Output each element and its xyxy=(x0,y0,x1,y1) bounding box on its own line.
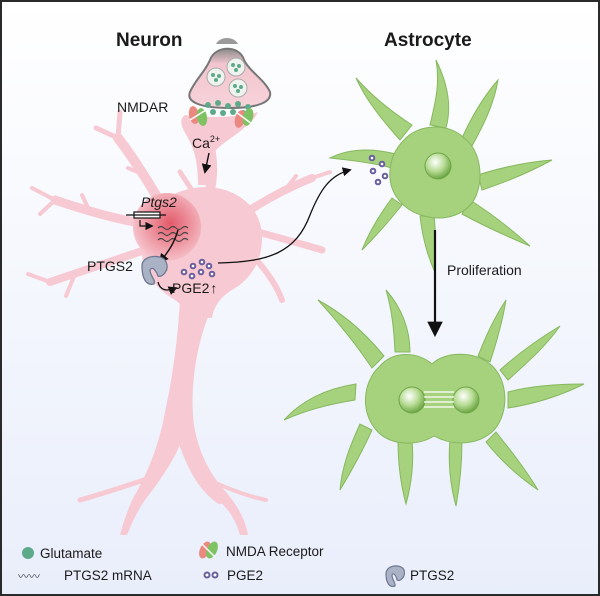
proliferation-label: Proliferation xyxy=(447,262,522,278)
neuron-axon xyxy=(120,298,248,535)
nmda-receptor xyxy=(188,106,208,126)
svg-text:PGE2: PGE2 xyxy=(227,568,263,583)
mrna-legend-icon: 〰〰 xyxy=(18,571,40,583)
nmda-receptor-legend-icon xyxy=(199,541,218,559)
neuron-title: Neuron xyxy=(116,30,183,51)
presynaptic-terminal xyxy=(188,38,272,110)
gene-label: Ptgs2 xyxy=(141,194,177,210)
pge2-cluster-astrocyte xyxy=(368,154,389,186)
synaptic-vesicle xyxy=(226,57,246,77)
neuron-cell xyxy=(26,109,332,535)
nmda-receptor xyxy=(234,108,254,128)
nmdar-label: NMDAR xyxy=(117,99,168,115)
daughter-nucleus-right xyxy=(452,386,480,414)
synaptic-vesicle xyxy=(206,67,226,87)
svg-text:NMDA Receptor: NMDA Receptor xyxy=(226,544,324,559)
legend-glutamate: Glutamate xyxy=(22,546,102,561)
legend-ptgs2-mrna: 〰〰 PTGS2 mRNA xyxy=(18,568,152,583)
pge2-legend-icon xyxy=(203,571,219,579)
svg-text:Glutamate: Glutamate xyxy=(40,546,102,561)
daughter-nucleus-left xyxy=(398,386,426,414)
svg-text:PTGS2 mRNA: PTGS2 mRNA xyxy=(64,568,152,583)
ptgs2-enzyme-icon xyxy=(141,255,168,285)
glutamate-legend-icon xyxy=(22,547,34,559)
gene-promoter-icon xyxy=(126,211,166,231)
legend-pge2: PGE2 xyxy=(203,568,263,583)
astrocyte-dividing xyxy=(283,289,585,507)
svg-text:PTGS2: PTGS2 xyxy=(410,568,454,583)
pge2-cluster-neuron xyxy=(180,258,216,280)
ptgs2-label: PTGS2 xyxy=(87,258,133,274)
ptgs2-legend-icon xyxy=(385,565,405,587)
legend-ptgs2: PTGS2 xyxy=(385,565,454,587)
synaptic-vesicle xyxy=(228,78,248,98)
pge2-transfer-arrow xyxy=(217,167,352,264)
postsynaptic-spine xyxy=(181,112,258,185)
astrocyte-top xyxy=(328,59,553,272)
legend-nmda-receptor: NMDA Receptor xyxy=(199,541,324,559)
neuron-dendrites xyxy=(26,109,332,303)
calcium-label: Ca2+ xyxy=(192,134,220,151)
neuron-nucleus xyxy=(133,193,201,261)
astrocyte-dividing-soma xyxy=(365,353,506,444)
legend: Glutamate NMDA Receptor 〰〰 PTGS2 mRNA PG… xyxy=(18,541,454,587)
astrocyte-title: Astrocyte xyxy=(384,30,472,51)
pge2-label: PGE2↑ xyxy=(172,280,217,296)
astrocyte-top-nucleus xyxy=(424,152,452,180)
mitotic-spindle xyxy=(424,391,454,408)
calcium-arrow xyxy=(201,152,212,174)
synthesis-arrow xyxy=(157,281,178,295)
ptgs2-mrna-cluster xyxy=(157,225,189,243)
